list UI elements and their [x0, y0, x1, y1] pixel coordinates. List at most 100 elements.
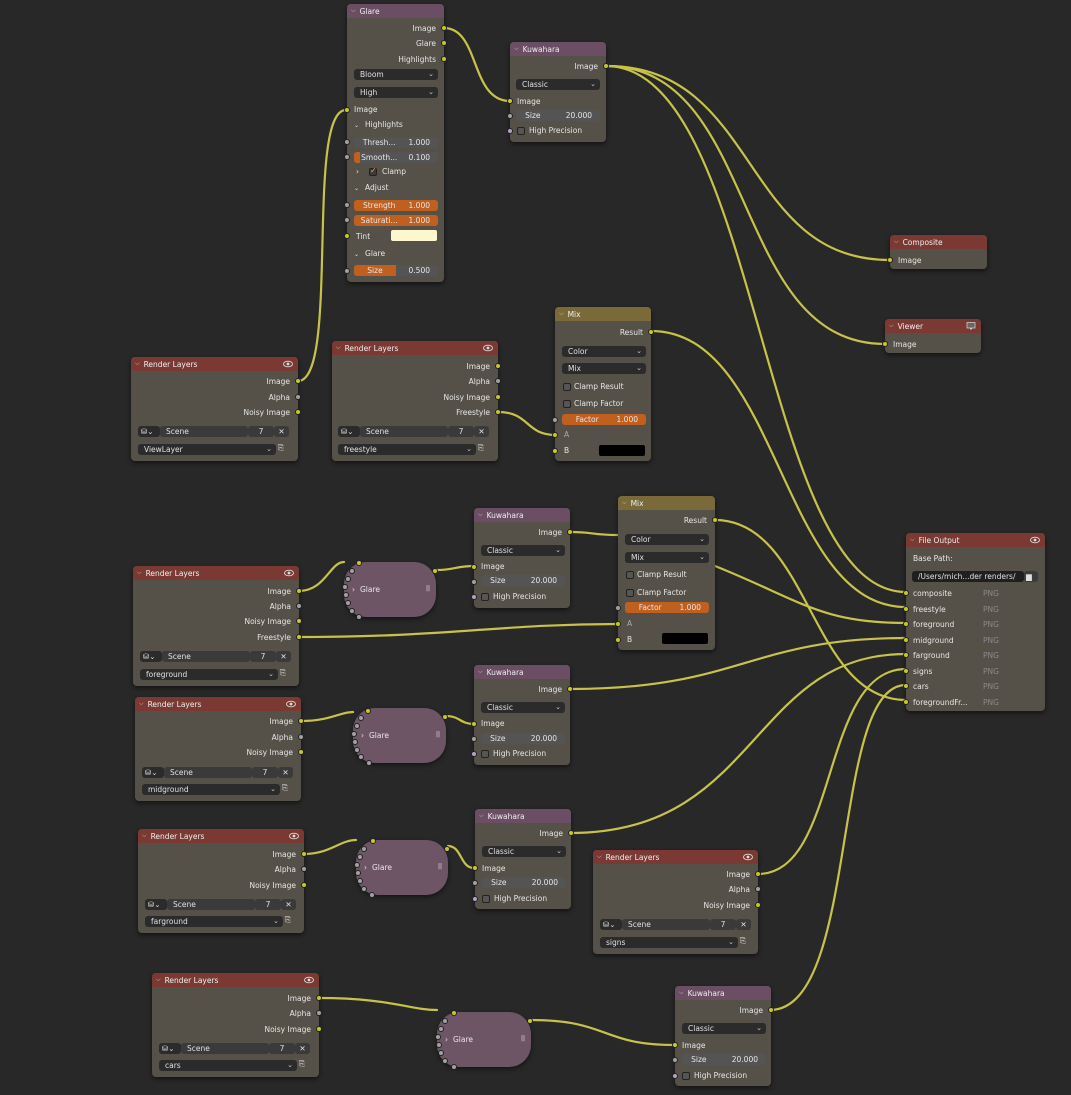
output-result-socket[interactable] [712, 517, 718, 523]
copy-layer-icon[interactable]: ⎘ [299, 1059, 305, 1068]
scene-name-field[interactable]: Scene [162, 651, 250, 662]
input-image-socket[interactable] [471, 564, 477, 570]
clamp-factor-checkbox[interactable] [563, 400, 571, 408]
eye-icon[interactable] [743, 853, 753, 861]
collapse-chevron-icon[interactable]: ⌵ [894, 238, 899, 245]
output-alpha-socket[interactable] [755, 886, 761, 892]
high-precision-socket[interactable] [471, 594, 477, 600]
glare-node-collapsed-2[interactable]: › Glare || [351, 708, 448, 766]
hidden-sockets-icon[interactable]: || [425, 585, 430, 592]
eye-icon[interactable] [284, 569, 294, 577]
output-freestyle-socket[interactable] [296, 634, 302, 640]
node-header[interactable]: ⌵Render Layers [133, 566, 299, 580]
size-socket[interactable] [507, 113, 513, 119]
high-precision-checkbox[interactable] [481, 593, 489, 601]
high-precision-socket[interactable] [507, 128, 513, 134]
size-socket[interactable] [672, 1057, 678, 1063]
node-header[interactable]: ⌵Render Layers [152, 973, 319, 987]
clamp-expand-chevron-icon[interactable]: › [356, 167, 359, 176]
render-layers-node-4[interactable]: ⌵Render Layers Image Alpha Noisy Image ⛁… [135, 697, 304, 801]
glare-type-dropdown[interactable]: Bloom⌄ [354, 69, 438, 80]
file-output-input-socket[interactable] [903, 590, 909, 596]
unlink-scene-x-icon[interactable]: ✕ [295, 1043, 310, 1054]
node-header[interactable]: ⌵Render Layers [131, 357, 298, 371]
node-header[interactable]: ⌵Kuwahara [675, 986, 771, 1000]
output-freestyle-socket[interactable] [495, 409, 501, 415]
scene-browse-button[interactable]: ⛁⌄ [600, 919, 622, 930]
smoothness-socket[interactable] [344, 154, 350, 160]
output-noisy-image-socket[interactable] [495, 394, 501, 400]
blend-mode-dropdown[interactable]: Mix⌄ [562, 363, 646, 374]
factor-socket[interactable] [615, 605, 621, 611]
file-output-input-socket[interactable] [903, 667, 909, 674]
high-precision-checkbox[interactable] [517, 127, 525, 135]
view-layer-dropdown[interactable]: cars⌄ [159, 1060, 297, 1071]
render-layers-node-3[interactable]: ⌵Render Layers Image Alpha Noisy Image F… [133, 566, 302, 686]
collapse-chevron-icon[interactable]: ⌵ [889, 322, 894, 329]
node-header[interactable]: ⌵Render Layers [135, 697, 301, 711]
file-output-input-socket[interactable] [903, 698, 909, 705]
collapse-chevron-icon[interactable]: ⌵ [679, 989, 684, 996]
copy-layer-icon[interactable]: ⎘ [740, 936, 746, 945]
output-image-socket[interactable] [295, 378, 301, 384]
collapse-chevron-icon[interactable]: ⌵ [156, 976, 161, 983]
collapse-chevron-icon[interactable]: ⌵ [135, 360, 140, 367]
input-b-socket[interactable] [552, 448, 558, 454]
input-image-socket[interactable] [472, 865, 478, 871]
copy-layer-icon[interactable]: ⎘ [285, 915, 291, 924]
unlink-scene-x-icon[interactable]: ✕ [278, 767, 293, 778]
collapsed-chevron-icon[interactable]: › [445, 1035, 448, 1044]
node-header[interactable]: ⌵Kuwahara [474, 508, 570, 522]
node-header[interactable]: ⌵Kuwahara [475, 809, 571, 823]
hidden-sockets-icon[interactable]: || [435, 731, 440, 738]
unlink-scene-x-icon[interactable]: ✕ [276, 651, 291, 662]
collapse-chevron-icon[interactable]: ⌵ [559, 310, 564, 317]
eye-icon[interactable] [286, 700, 296, 708]
input-image-socket[interactable] [672, 1042, 678, 1048]
scene-browse-button[interactable]: ⛁⌄ [338, 426, 360, 437]
collapse-chevron-icon[interactable]: ⌵ [597, 853, 602, 860]
collapsed-chevron-icon[interactable]: › [352, 585, 355, 594]
output-image-socket[interactable] [603, 63, 609, 69]
scene-name-field[interactable]: Scene [360, 426, 448, 437]
scene-users-count[interactable]: 7 [250, 651, 276, 662]
highlights-panel-toggle[interactable]: ⌄Highlights [354, 120, 403, 129]
mix-node-2[interactable]: ⌵Mix Result Color⌄ Mix⌄ Clamp Result Cla… [615, 496, 718, 650]
render-layers-node-7[interactable]: ⌵Render Layers Image Alpha Noisy Image ⛁… [152, 973, 322, 1077]
scene-users-count[interactable]: 7 [710, 919, 736, 930]
input-a-socket[interactable] [615, 621, 621, 627]
collapse-chevron-icon[interactable]: ⌵ [478, 668, 483, 675]
hidden-sockets-icon[interactable]: || [437, 863, 442, 870]
eye-icon[interactable] [289, 832, 299, 840]
output-highlights-socket[interactable] [441, 56, 447, 62]
scene-browse-button[interactable]: ⛁⌄ [140, 651, 162, 662]
output-image-socket[interactable] [441, 25, 447, 31]
high-precision-checkbox[interactable] [481, 750, 489, 758]
node-header[interactable]: ⌵File Output [906, 533, 1045, 547]
output-glare-socket[interactable] [441, 40, 447, 46]
render-layers-node-2[interactable]: ⌵Render Layers Image Alpha Noisy Image F… [332, 341, 501, 461]
input-image-socket[interactable] [471, 721, 477, 727]
base-path-input[interactable]: /Users/mich...der renders/ [912, 571, 1024, 582]
scene-name-field[interactable]: Scene [160, 426, 248, 437]
unlink-scene-x-icon[interactable]: ✕ [281, 899, 296, 910]
input-image-socket[interactable] [882, 341, 888, 347]
output-image-socket[interactable] [495, 363, 501, 369]
variation-dropdown[interactable]: Classic⌄ [482, 846, 566, 857]
file-output-input-socket[interactable] [903, 683, 909, 689]
collapse-chevron-icon[interactable]: ⌵ [622, 499, 627, 506]
output-noisy-image-socket[interactable] [295, 409, 301, 415]
node-header[interactable]: ⌵Kuwahara [474, 665, 570, 679]
output-image-socket[interactable] [768, 1007, 774, 1013]
scene-name-field[interactable]: Scene [181, 1043, 269, 1054]
node-header[interactable]: ⌵Mix [555, 307, 651, 321]
scene-users-count[interactable]: 7 [255, 899, 281, 910]
hidden-sockets-icon[interactable]: || [520, 1035, 525, 1042]
